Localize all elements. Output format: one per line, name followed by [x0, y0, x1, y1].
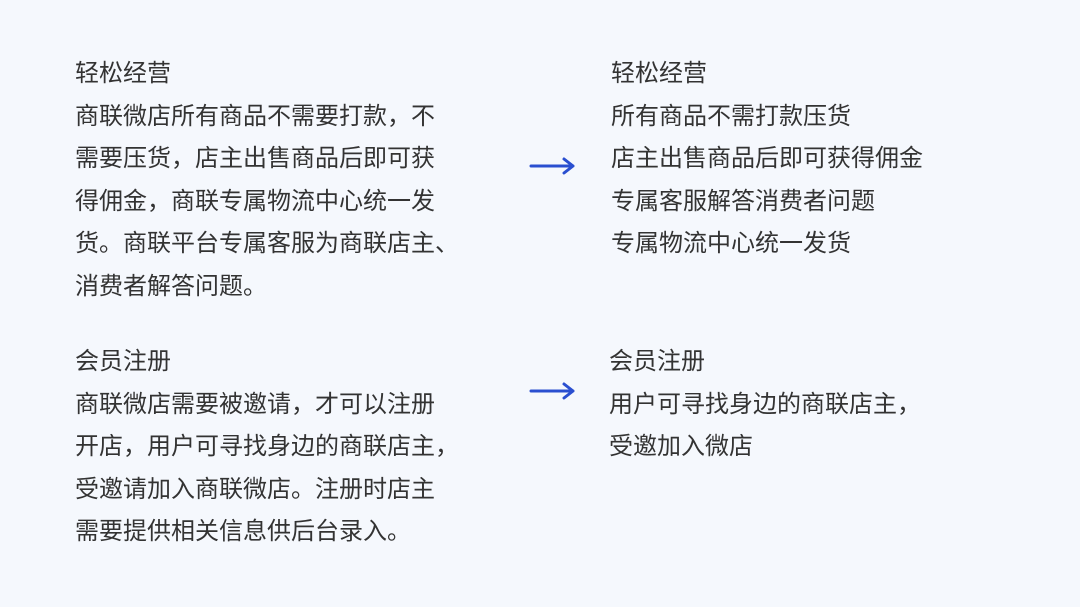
text-line: 受邀请加入商联微店。注册时店主 — [75, 474, 435, 503]
section-title: 轻松经营 — [75, 59, 171, 87]
text-line: 需要压货，店主出售商品后即可获 — [75, 144, 435, 172]
text-line: 需要提供相关信息供后台录入。 — [75, 517, 411, 545]
text-line: 专属客服解答消费者问题 — [611, 186, 875, 215]
text-line: 得佣金，商联专属物流中心统一发 — [75, 186, 435, 215]
text-line: 所有商品不需打款压货 — [611, 101, 851, 130]
text-line: 受邀加入微店 — [609, 432, 753, 460]
section1-simplified-text: 轻松经营 所有商品不需打款压货 店主出售商品后即可获得佣金 专属客服解答消费者问… — [611, 52, 923, 265]
section2-simplified-text: 会员注册 用户可寻找身边的商联店主， 受邀加入微店 — [609, 340, 921, 468]
text-line: 商联微店所有商品不需要打款，不 — [75, 101, 435, 130]
arrow-right-icon — [529, 157, 575, 175]
text-line: 店主出售商品后即可获得佣金 — [611, 144, 923, 172]
text-line: 用户可寻找身边的商联店主， — [609, 389, 921, 418]
text-line: 专属物流中心统一发货 — [611, 229, 851, 257]
section-title: 轻松经营 — [611, 59, 707, 87]
section-title: 会员注册 — [75, 347, 171, 375]
text-line: 消费者解答问题。 — [75, 271, 267, 300]
section2-original-text: 会员注册 商联微店需要被邀请，才可以注册 开店，用户可寻找身边的商联店主， 受邀… — [75, 340, 459, 553]
text-line: 开店，用户可寻找身边的商联店主， — [75, 432, 459, 460]
text-line: 商联微店需要被邀请，才可以注册 — [75, 389, 435, 418]
arrow-right-icon — [529, 382, 575, 400]
text-line: 货。商联平台专属客服为商联店主、 — [75, 229, 459, 257]
section-title: 会员注册 — [609, 347, 705, 375]
section1-original-text: 轻松经营 商联微店所有商品不需要打款，不 需要压货，店主出售商品后即可获 得佣金… — [75, 52, 459, 307]
